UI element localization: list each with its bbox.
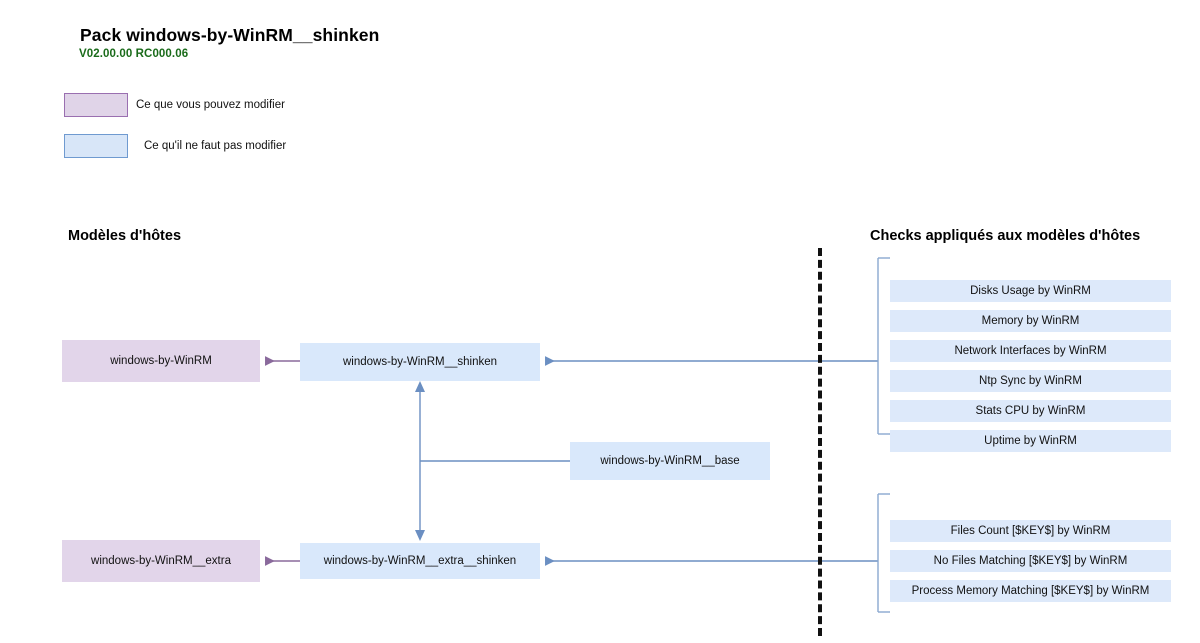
check-label: Files Count [$KEY$] by WinRM (950, 525, 1111, 537)
section-heading-host-templates: Modèles d'hôtes (68, 228, 182, 244)
check-label: Process Memory Matching [$KEY$] by WinRM (911, 585, 1150, 597)
host-template-windows-by-winrm-base[interactable]: windows-by-WinRM__base (570, 442, 770, 480)
check-label: Memory by WinRM (981, 315, 1080, 327)
check-item[interactable]: Uptime by WinRM (890, 430, 1171, 452)
check-item[interactable]: Files Count [$KEY$] by WinRM (890, 520, 1171, 542)
legend-swatch-editable (64, 93, 128, 117)
check-item[interactable]: Ntp Sync by WinRM (890, 370, 1171, 392)
pack-version: V02.00.00 RC000.06 (79, 48, 189, 60)
node-label: windows-by-WinRM__extra__shinken (323, 555, 517, 567)
vertical-dashed-divider (818, 248, 822, 636)
check-item[interactable]: No Files Matching [$KEY$] by WinRM (890, 550, 1171, 572)
check-item[interactable]: Network Interfaces by WinRM (890, 340, 1171, 362)
check-label: Uptime by WinRM (984, 435, 1077, 447)
node-label: windows-by-WinRM__base (600, 455, 740, 467)
check-label: No Files Matching [$KEY$] by WinRM (933, 555, 1128, 567)
check-item[interactable]: Disks Usage by WinRM (890, 280, 1171, 302)
check-label: Network Interfaces by WinRM (954, 345, 1107, 357)
check-label: Stats CPU by WinRM (975, 405, 1086, 417)
check-item[interactable]: Memory by WinRM (890, 310, 1171, 332)
page-title: Pack windows-by-WinRM__shinken (80, 25, 380, 45)
legend-swatch-locked (64, 134, 128, 158)
check-label: Disks Usage by WinRM (970, 285, 1091, 297)
host-template-windows-by-winrm-shinken[interactable]: windows-by-WinRM__shinken (300, 343, 540, 381)
node-label: windows-by-WinRM__extra (91, 555, 231, 567)
check-item[interactable]: Process Memory Matching [$KEY$] by WinRM (890, 580, 1171, 602)
host-template-windows-by-winrm-extra[interactable]: windows-by-WinRM__extra (62, 540, 260, 582)
section-heading-checks: Checks appliqués aux modèles d'hôtes (870, 228, 1141, 244)
check-item[interactable]: Stats CPU by WinRM (890, 400, 1171, 422)
node-label: windows-by-WinRM (110, 355, 212, 367)
legend-label-locked: Ce qu'il ne faut pas modifier (144, 140, 287, 152)
node-label: windows-by-WinRM__shinken (342, 356, 498, 368)
host-template-windows-by-winrm[interactable]: windows-by-WinRM (62, 340, 260, 382)
legend-label-editable: Ce que vous pouvez modifier (136, 99, 285, 111)
host-template-windows-by-winrm-extra-shinken[interactable]: windows-by-WinRM__extra__shinken (300, 543, 540, 579)
check-label: Ntp Sync by WinRM (979, 375, 1082, 387)
